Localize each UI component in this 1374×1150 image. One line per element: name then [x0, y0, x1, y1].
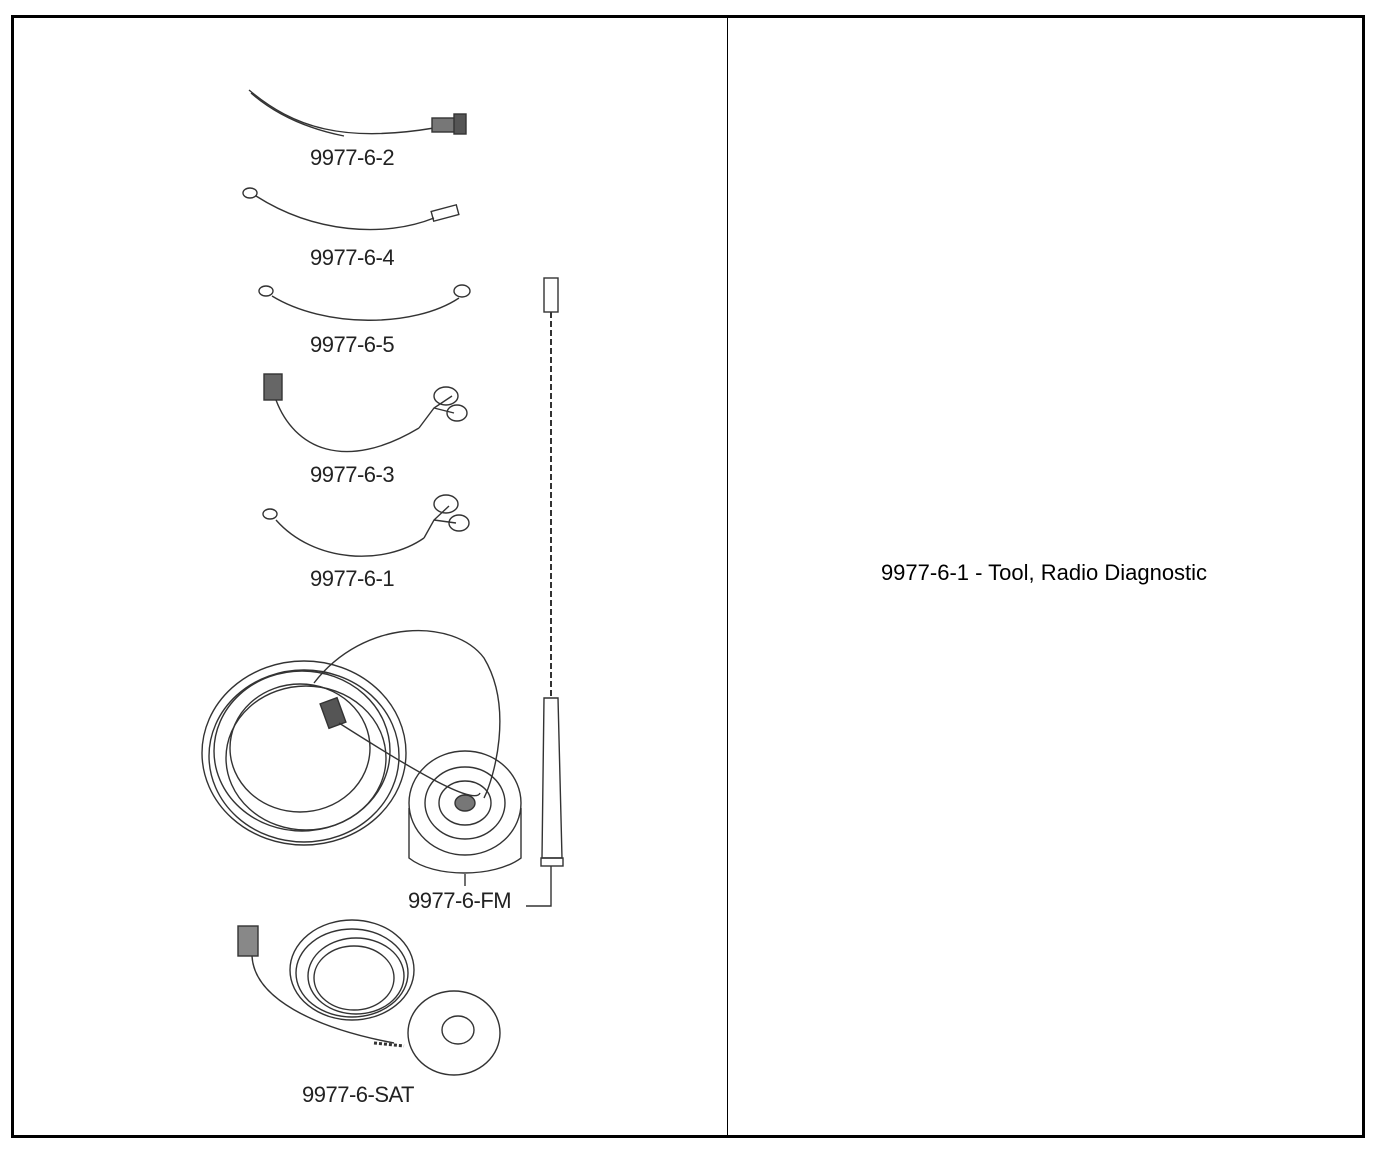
cable-9977-6-3-icon	[263, 373, 468, 453]
part-label: 9977-6-3	[310, 462, 395, 487]
cable-9977-6-5-icon	[258, 284, 471, 321]
part-label: 9977-6-1	[310, 566, 395, 591]
fm-antenna-base-icon	[201, 629, 522, 886]
document-frame	[11, 15, 1365, 1138]
fm-whip-antenna-icon	[526, 277, 564, 907]
tool-kit-drawing	[201, 89, 564, 1076]
sat-antenna-icon	[237, 919, 501, 1076]
cable-9977-6-4-icon	[242, 187, 460, 231]
parts-illustration: 9977-6-2 9977-6-4 9977-6-5 9977-6-3 9977…	[14, 18, 726, 1132]
part-label: 9977-6-5	[310, 332, 395, 357]
caption-text: 9977-6-1 - Tool, Radio Diagnostic	[880, 560, 1208, 585]
part-label: 9977-6-2	[310, 145, 395, 170]
part-label: 9977-6-FM	[408, 888, 512, 913]
cable-9977-6-2-icon	[248, 89, 467, 137]
column-divider	[727, 15, 728, 1135]
part-label: 9977-6-SAT	[302, 1082, 414, 1107]
cable-9977-6-1-icon	[262, 494, 470, 557]
part-label: 9977-6-4	[310, 245, 395, 270]
